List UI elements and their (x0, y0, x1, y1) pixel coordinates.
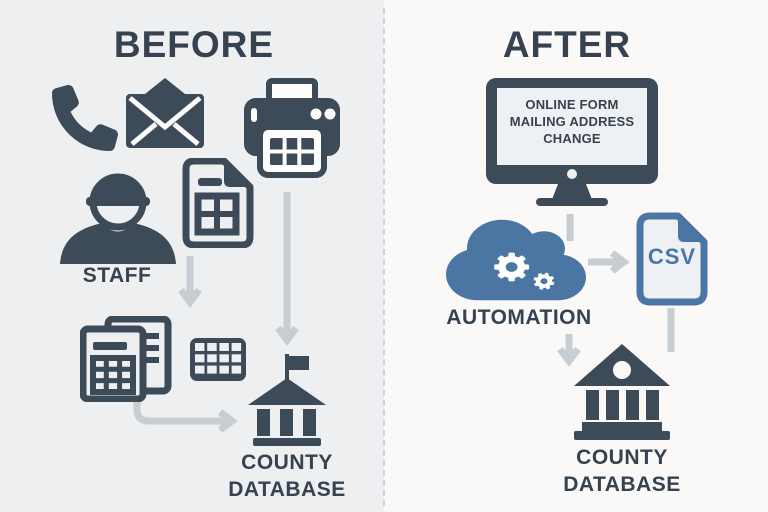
after-database-label-line2: DATABASE (563, 473, 681, 496)
form-document-icon (182, 158, 254, 248)
csv-file-icon (636, 212, 708, 306)
after-title: AFTER (502, 24, 632, 65)
before-title: BEFORE (113, 24, 275, 65)
automation-label: AUTOMATION (446, 306, 592, 329)
staff-person-icon (56, 162, 180, 264)
spreadsheet-grid-icon (188, 336, 248, 383)
panel-divider (383, 8, 385, 506)
mail-envelope-icon (122, 78, 208, 148)
gear-small-icon (533, 272, 555, 290)
monitor-power-dot (567, 169, 577, 179)
arrow-papers-to-database (133, 398, 238, 433)
automation-cloud-gears-icon (446, 214, 586, 306)
monitor-screen-line2: MAILING ADDRESS (509, 114, 635, 129)
monitor-screen-line1: ONLINE FORM (525, 97, 619, 112)
monitor-screen (497, 88, 647, 165)
csv-file-label: CSV (647, 244, 697, 269)
county-database-bank-icon (570, 340, 674, 440)
arrow-cloud-to-csv (588, 250, 630, 274)
monitor-screen-text: ONLINE FORM MAILING ADDRESS CHANGE (498, 96, 646, 147)
before-database-label-line1: COUNTY (241, 451, 333, 474)
before-database-label: COUNTY DATABASE (207, 449, 367, 503)
fax-printer-icon (242, 77, 342, 178)
arrow-printer-to-database (275, 192, 299, 346)
after-database-label-line1: COUNTY (576, 446, 668, 469)
staff-label: STAFF (82, 264, 152, 287)
county-database-bank-flag-icon (246, 352, 328, 446)
arrow-document-to-papers (178, 256, 202, 308)
monitor-screen-line3: CHANGE (543, 131, 601, 146)
after-database-label: COUNTY DATABASE (542, 444, 702, 498)
before-database-label-line2: DATABASE (228, 478, 346, 501)
gear-icon (494, 252, 530, 282)
phone-icon (52, 82, 118, 154)
arrow-automation-to-database (557, 334, 581, 367)
computer-monitor-icon (486, 78, 658, 206)
paper-forms-stack-icon (80, 316, 172, 402)
